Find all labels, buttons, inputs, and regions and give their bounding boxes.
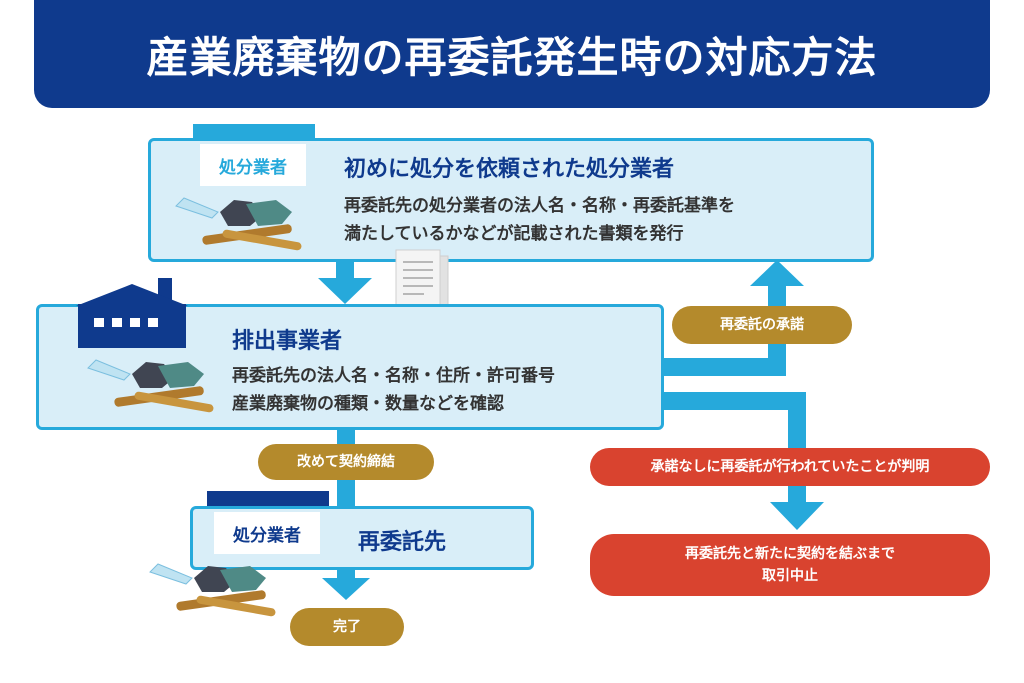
connector-noapproval-horizontal bbox=[662, 392, 806, 410]
bottom-box-tab bbox=[207, 491, 329, 509]
no-approval-label: 承諾なしに再委託が行われていたことが判明 bbox=[590, 448, 990, 486]
waste-log-2 bbox=[222, 229, 302, 251]
waste-bottle bbox=[149, 563, 193, 585]
arrow-head-down-1 bbox=[318, 278, 372, 304]
arrow-head-down-2 bbox=[322, 578, 370, 600]
document-icon bbox=[395, 249, 449, 313]
middle-box-line1: 再委託先の法人名・名称・住所・許可番号 bbox=[232, 366, 555, 386]
waste-rubble-green bbox=[246, 200, 292, 226]
factory-window bbox=[112, 318, 122, 327]
top-box-tab bbox=[193, 124, 315, 142]
suspend-line1: 再委託先と新たに契約を結ぶまで bbox=[685, 546, 895, 562]
waste-icon-top bbox=[175, 197, 302, 251]
factory-window bbox=[148, 318, 158, 327]
factory-window bbox=[130, 318, 140, 327]
middle-box-heading: 排出事業者 bbox=[232, 329, 343, 354]
waste-bottle bbox=[175, 197, 219, 219]
arrow-head-down-3 bbox=[770, 502, 824, 530]
recontract-label: 改めて契約締結 bbox=[258, 444, 434, 480]
suspend-line2: 取引中止 bbox=[762, 568, 818, 584]
top-box-line1: 再委託先の処分業者の法人名・名称・再委託基準を bbox=[344, 196, 735, 216]
middle-box-line2: 産業廃棄物の種類・数量などを確認 bbox=[232, 394, 504, 414]
top-box-badge: 処分業者 bbox=[200, 144, 306, 186]
bottom-box-heading: 再委託先 bbox=[358, 530, 447, 555]
waste-log-2 bbox=[134, 391, 214, 413]
factory-roof bbox=[76, 284, 188, 306]
connector-approval-horizontal bbox=[662, 358, 786, 376]
approval-label: 再委託の承諾 bbox=[672, 306, 852, 344]
connector-top-to-middle bbox=[336, 260, 354, 280]
waste-rubble-green bbox=[220, 566, 266, 592]
done-label: 完了 bbox=[290, 608, 404, 646]
factory-window bbox=[94, 318, 104, 327]
top-box-line2: 満たしているかなどが記載された書類を発行 bbox=[344, 224, 684, 244]
top-box-heading: 初めに処分を依頼された処分業者 bbox=[344, 157, 675, 182]
waste-log-2 bbox=[196, 595, 276, 617]
title-banner: 産業廃棄物の再委託発生時の対応方法 bbox=[34, 0, 990, 108]
suspend-box: 再委託先と新たに契約を結ぶまで 取引中止 bbox=[590, 534, 990, 596]
waste-bottle bbox=[87, 359, 131, 381]
factory-icon bbox=[76, 278, 188, 348]
waste-icon-bottom bbox=[149, 563, 276, 617]
page-title: 産業廃棄物の再委託発生時の対応方法 bbox=[146, 32, 878, 82]
waste-icon-middle bbox=[87, 359, 214, 413]
bottom-box-badge: 処分業者 bbox=[214, 512, 320, 554]
waste-rubble-green bbox=[158, 362, 204, 388]
arrow-head-up bbox=[750, 260, 804, 286]
